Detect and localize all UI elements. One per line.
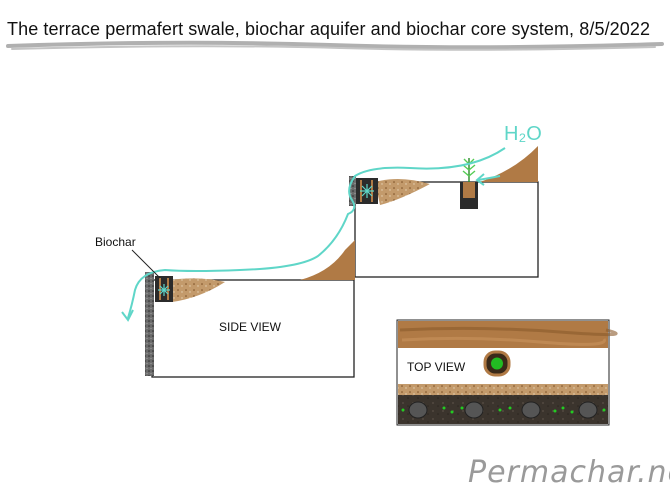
diagram-title: The terrace permafert swale, biochar aqu…: [7, 19, 651, 39]
top-view-panel: TOP VIEW: [396, 319, 618, 426]
water-label: H₂O: [504, 123, 542, 145]
biochar-wall-lower: [145, 272, 154, 376]
trench-green-dots: [401, 406, 606, 414]
top-view-dark-trench: [398, 395, 608, 424]
brand-watermark: Permachar.net: [468, 455, 670, 490]
top-view-label: TOP VIEW: [407, 360, 466, 374]
top-view-gravel-strip: [398, 384, 608, 395]
biochar-label: Biochar: [95, 235, 136, 249]
trench-cores: [408, 401, 598, 419]
slope-soil-middle: [300, 240, 355, 280]
biochar-core-upper: [356, 178, 378, 204]
slope-soil-top: [480, 146, 538, 182]
lower-swale-soil: [170, 278, 225, 302]
upper-swale-soil: [375, 178, 430, 205]
top-view-core-icon: [483, 350, 511, 377]
title-underline: [6, 40, 664, 51]
side-view-label: SIDE VIEW: [219, 320, 282, 334]
water-flow-path: [121, 147, 506, 322]
planted-biochar-core: [460, 158, 478, 209]
biochar-wall-upper: [349, 176, 356, 206]
biochar-leader-line: [131, 249, 161, 279]
biochar-core-lower: [155, 276, 173, 302]
